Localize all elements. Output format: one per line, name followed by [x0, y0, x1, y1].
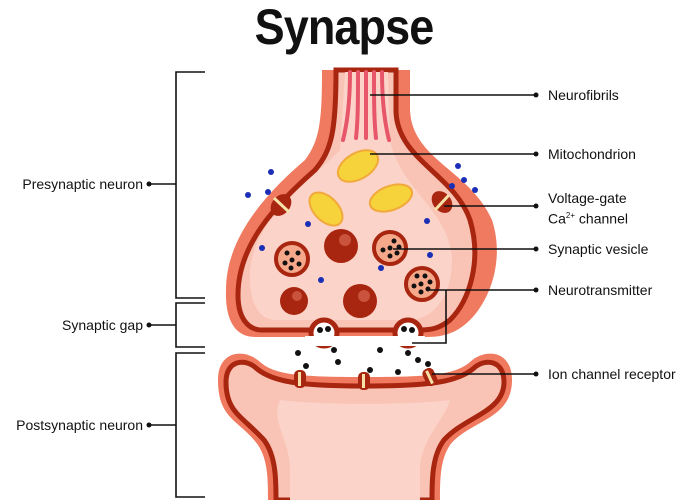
page-title: Synapse	[254, 0, 435, 55]
postsynaptic-neuron	[218, 353, 512, 500]
neurofibrils	[341, 70, 391, 142]
label-neurotransmitter: Neurotransmitter	[548, 282, 653, 298]
label-voltage-gate: Voltage-gate Ca2+ channel	[548, 190, 628, 228]
label-postsynaptic-neuron: Postsynaptic neuron	[16, 417, 143, 433]
label-presynaptic-neuron: Presynaptic neuron	[22, 176, 143, 192]
label-synaptic-gap: Synaptic gap	[62, 317, 143, 333]
leader-lines	[149, 71, 536, 498]
calcium-ions	[245, 163, 478, 283]
label-mitochondrion: Mitochondrion	[548, 146, 636, 162]
label-voltage-gate-line2: channel	[575, 210, 628, 227]
label-ion-channel-receptor: Ion channel receptor	[548, 366, 676, 382]
receptors	[294, 367, 438, 390]
label-ca-charge: 2+	[565, 211, 576, 220]
label-ca: Ca	[548, 210, 566, 227]
label-synaptic-vesicle: Synaptic vesicle	[548, 241, 649, 257]
mitochondria	[308, 149, 414, 227]
label-neurofibrils: Neurofibrils	[548, 87, 619, 103]
vesicles	[274, 229, 440, 318]
ca-channels	[270, 191, 453, 216]
label-voltage-gate-line1: Voltage-gate	[548, 190, 627, 206]
neurotransmitters	[295, 326, 431, 375]
